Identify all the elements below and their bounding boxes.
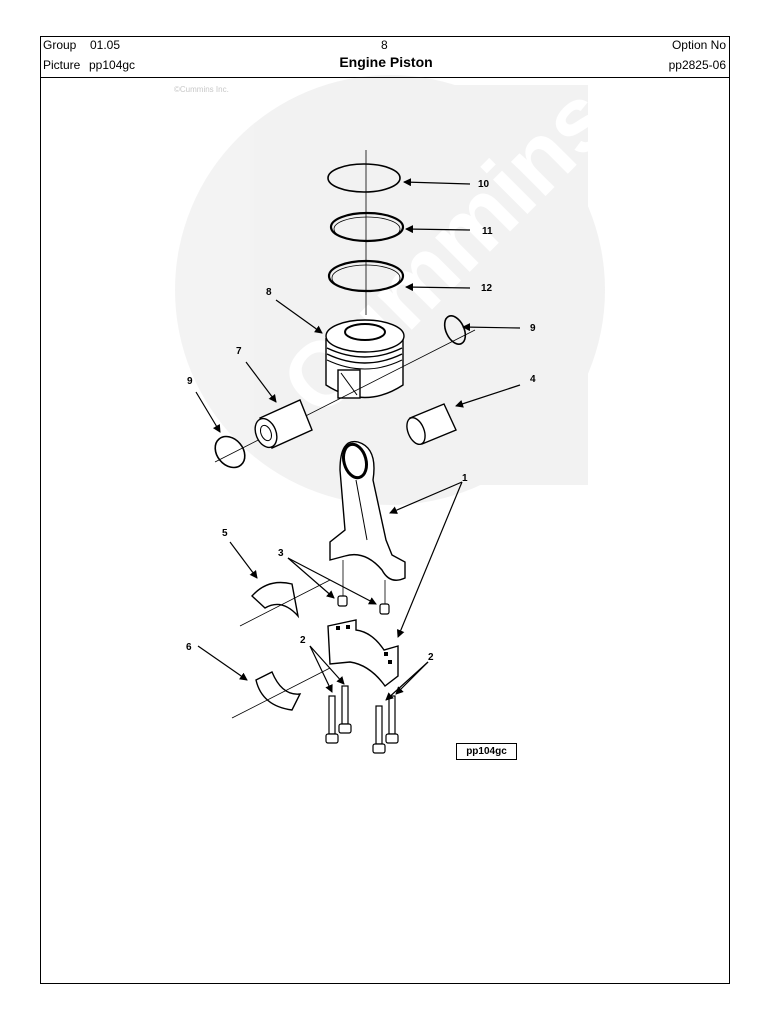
callout-2-right: 2 xyxy=(428,652,434,663)
connecting-rod-bushing xyxy=(406,403,457,446)
connecting-rod-cap xyxy=(327,619,399,687)
piston-pin xyxy=(254,399,313,449)
figure-tag: pp104gc xyxy=(456,743,517,760)
connecting-rod xyxy=(329,440,406,581)
callout-5: 5 xyxy=(222,528,228,539)
lower-bearing-shell xyxy=(255,671,302,711)
callout-11: 11 xyxy=(482,226,493,237)
piston-ring-10 xyxy=(327,163,401,193)
upper-bearing-shell xyxy=(251,581,300,619)
bearing-axis-upper xyxy=(239,579,331,627)
callout-7: 7 xyxy=(236,346,242,357)
copyright-watermark: ©Cummins Inc. xyxy=(174,85,229,94)
piston-ring-11-inner xyxy=(333,216,401,242)
piston xyxy=(325,319,405,399)
callout-10: 10 xyxy=(478,179,490,190)
callout-4: 4 xyxy=(530,374,536,385)
picture-value: pp104gc xyxy=(89,58,136,72)
callout-9-left: 9 xyxy=(187,376,193,387)
piston-ring-12-inner xyxy=(331,264,401,292)
option-value: pp2825-06 xyxy=(668,58,726,72)
group-value: 01.05 xyxy=(90,38,121,52)
callout-3: 3 xyxy=(278,548,284,559)
callout-1: 1 xyxy=(462,473,468,484)
page-frame: Group 01.05 Picture pp104gc 8 Engine Pis… xyxy=(40,36,730,984)
retaining-ring-left xyxy=(214,435,246,469)
picture-label: Picture xyxy=(43,58,81,72)
callout-6: 6 xyxy=(186,642,192,653)
page-title: Engine Piston xyxy=(339,54,433,70)
callout-arrows xyxy=(195,178,521,701)
connecting-rod-bolts xyxy=(325,685,399,754)
group-label: Group xyxy=(43,38,77,52)
bearing-axis-lower xyxy=(231,667,331,719)
dowel-left xyxy=(337,595,348,607)
option-label: Option No xyxy=(671,38,726,52)
dowel-right xyxy=(379,603,390,615)
page-number: 8 xyxy=(381,38,388,52)
callout-9-right: 9 xyxy=(530,323,536,334)
callout-2-left: 2 xyxy=(300,635,306,646)
header-divider xyxy=(41,77,729,78)
cummins-logo-watermark: Cummins xyxy=(175,67,631,505)
callout-8: 8 xyxy=(266,287,272,298)
callout-12: 12 xyxy=(481,283,493,294)
